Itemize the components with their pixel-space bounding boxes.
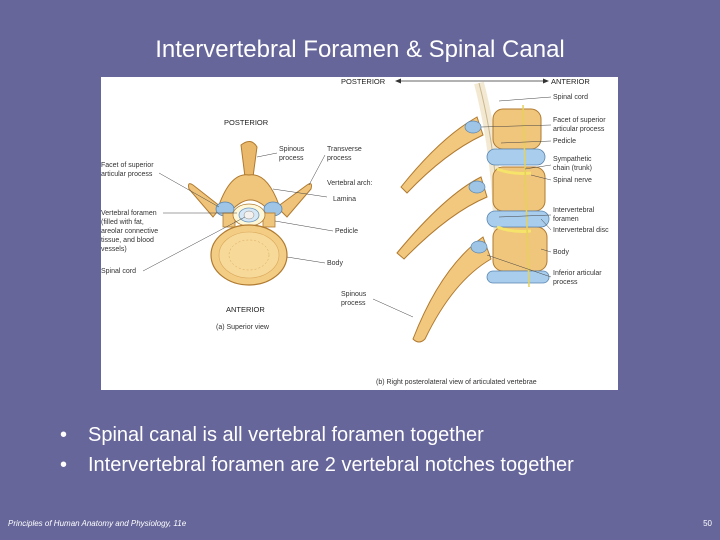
slide-title: Intervertebral Foramen & Spinal Canal	[0, 36, 720, 64]
superior-view-caption: (a) Superior view	[216, 324, 270, 331]
bullet-list: • Spinal canal is all vertebral foramen t…	[60, 420, 700, 480]
superior-posterior-label: POSTERIOR	[224, 118, 269, 127]
label-spinous-a: Spinous process	[279, 146, 306, 162]
articulated-vertebrae	[397, 83, 549, 342]
label-spinal-cord-a: Spinal cord	[101, 268, 136, 275]
label-intervertebral-disc: Intervertebral disc	[553, 227, 609, 234]
page-number: 50	[703, 519, 712, 528]
label-vertebral-arch: Vertebral arch: Lamina	[327, 180, 374, 203]
label-spinal-nerve: Spinal nerve	[553, 177, 592, 184]
label-spinous-b: Spinous process	[341, 291, 368, 307]
label-body-a: Body	[327, 260, 343, 267]
bullet-dot: •	[60, 450, 67, 480]
vertebrae-figure: POSTERIOR ANTERIOR POSTERIOR ANTERIOR (a…	[101, 77, 618, 390]
label-pedicle-b: Pedicle	[553, 138, 576, 145]
label-transverse-a: Transverse process	[327, 146, 364, 162]
bullet-item: • Intervertebral foramen are 2 vertebral …	[60, 450, 700, 480]
footer-book-title: Principles of Human Anatomy and Physiolo…	[8, 519, 186, 528]
direction-posterior: POSTERIOR	[341, 77, 386, 86]
posterolateral-view-caption: (b) Right posterolateral view of articul…	[376, 379, 537, 386]
label-inferior-articular: Inferior articular process	[553, 270, 604, 286]
label-spinal-cord-b: Spinal cord	[553, 94, 588, 101]
vertebrae-illustration: POSTERIOR ANTERIOR POSTERIOR ANTERIOR (a…	[101, 77, 618, 390]
superior-anterior-label: ANTERIOR	[226, 305, 265, 314]
label-facet-superior: Facet of superior articular process	[101, 162, 155, 178]
label-vertebral-foramen: Vertebral foramen (filled with fat, areo…	[101, 210, 160, 253]
label-sympathetic-chain: Sympathetic chain (trunk)	[553, 156, 593, 172]
label-facet-b: Facet of superior articular process	[553, 117, 607, 133]
label-intervertebral-foramen: Intervertebral foramen	[553, 207, 596, 223]
bullet-text: Spinal canal is all vertebral foramen to…	[88, 424, 484, 446]
bullet-item: • Spinal canal is all vertebral foramen t…	[60, 420, 700, 450]
direction-anterior: ANTERIOR	[551, 77, 590, 86]
bullet-text: Intervertebral foramen are 2 vertebral n…	[88, 454, 574, 476]
bullet-dot: •	[60, 420, 67, 450]
label-pedicle-a: Pedicle	[335, 228, 358, 235]
label-body-b: Body	[553, 249, 569, 256]
